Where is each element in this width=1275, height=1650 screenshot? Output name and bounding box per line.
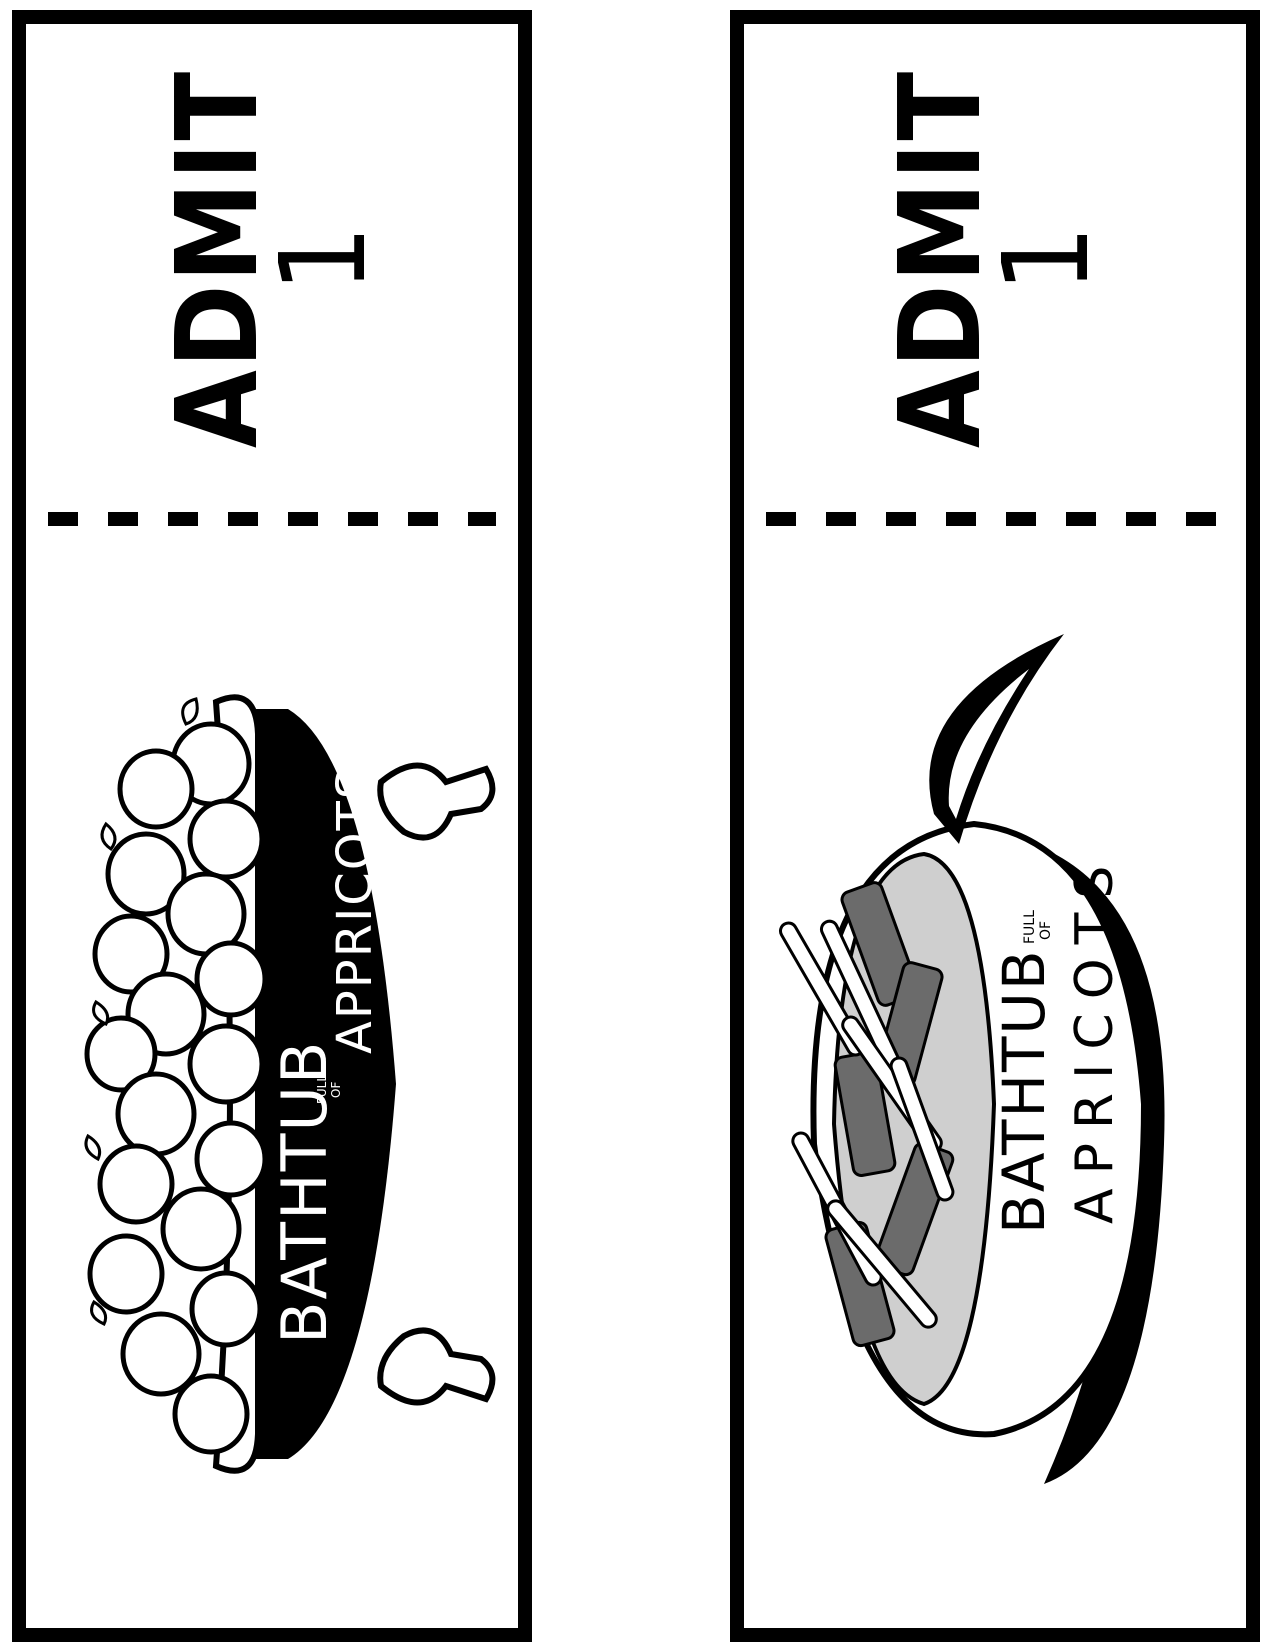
fruit-slices — [779, 881, 955, 1348]
bathtub-apricots-illustration: BATHTUB FULL OF APPRICOTS — [26, 584, 518, 1584]
ticket-left: ADMIT 1 — [12, 10, 532, 1642]
bowl-of-word: OF — [1038, 921, 1054, 940]
bathtub-foot-top — [377, 762, 496, 841]
ticket-right: ADMIT 1 — [730, 10, 1260, 1642]
bowl-title: BATHTUB — [990, 948, 1058, 1234]
bathtub-foot-bottom — [377, 1327, 496, 1406]
apricot-bowl-illustration: BATHTUB FULL OF APRICOTS — [744, 584, 1246, 1584]
admit-count: 1 — [977, 225, 1116, 293]
ticket-stub: ADMIT 1 — [744, 24, 1246, 494]
perforation-line — [766, 512, 1224, 526]
bowl-subtitle: APRICOTS — [1065, 852, 1125, 1224]
bathtub-subtitle: APPRICOTS — [327, 767, 383, 1054]
bathtub-full-word: FULL — [315, 1075, 329, 1104]
admit-label: ADMIT 1 — [876, 70, 1116, 448]
bathtub-of-word: OF — [329, 1082, 343, 1098]
leaf-icon — [929, 634, 1064, 844]
apricots-pile — [84, 721, 268, 1455]
admit-label: ADMIT 1 — [153, 70, 393, 448]
bathtub-title: BATHTUB — [268, 1040, 341, 1344]
bathtub-body — [231, 709, 396, 1459]
admit-count: 1 — [254, 225, 393, 293]
perforation-line — [48, 512, 496, 526]
apricot-leaves — [84, 697, 199, 1326]
bowl-full-word: FULL — [1022, 910, 1038, 944]
ticket-stub: ADMIT 1 — [26, 24, 518, 494]
